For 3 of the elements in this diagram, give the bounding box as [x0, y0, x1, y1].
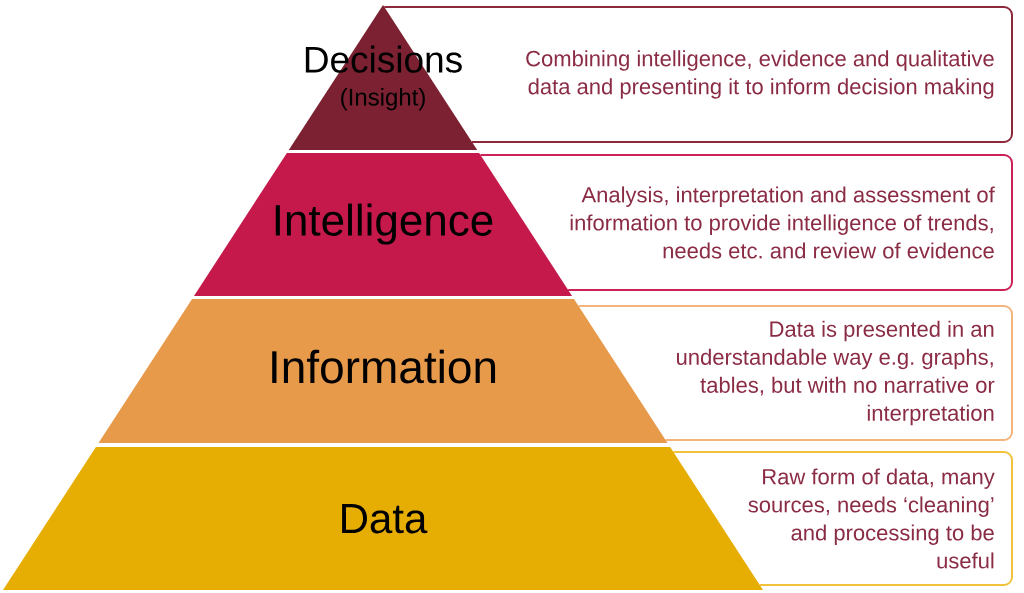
description-box: Raw form of data, many sources, needs ‘cleaning’ and processing to be useful [672, 451, 1013, 586]
description-box: Data is presented in an understandable way e.g. graphs, tables, but with no narrative or interpretation [577, 305, 1013, 441]
pyramid-tier: Information [98, 299, 668, 443]
